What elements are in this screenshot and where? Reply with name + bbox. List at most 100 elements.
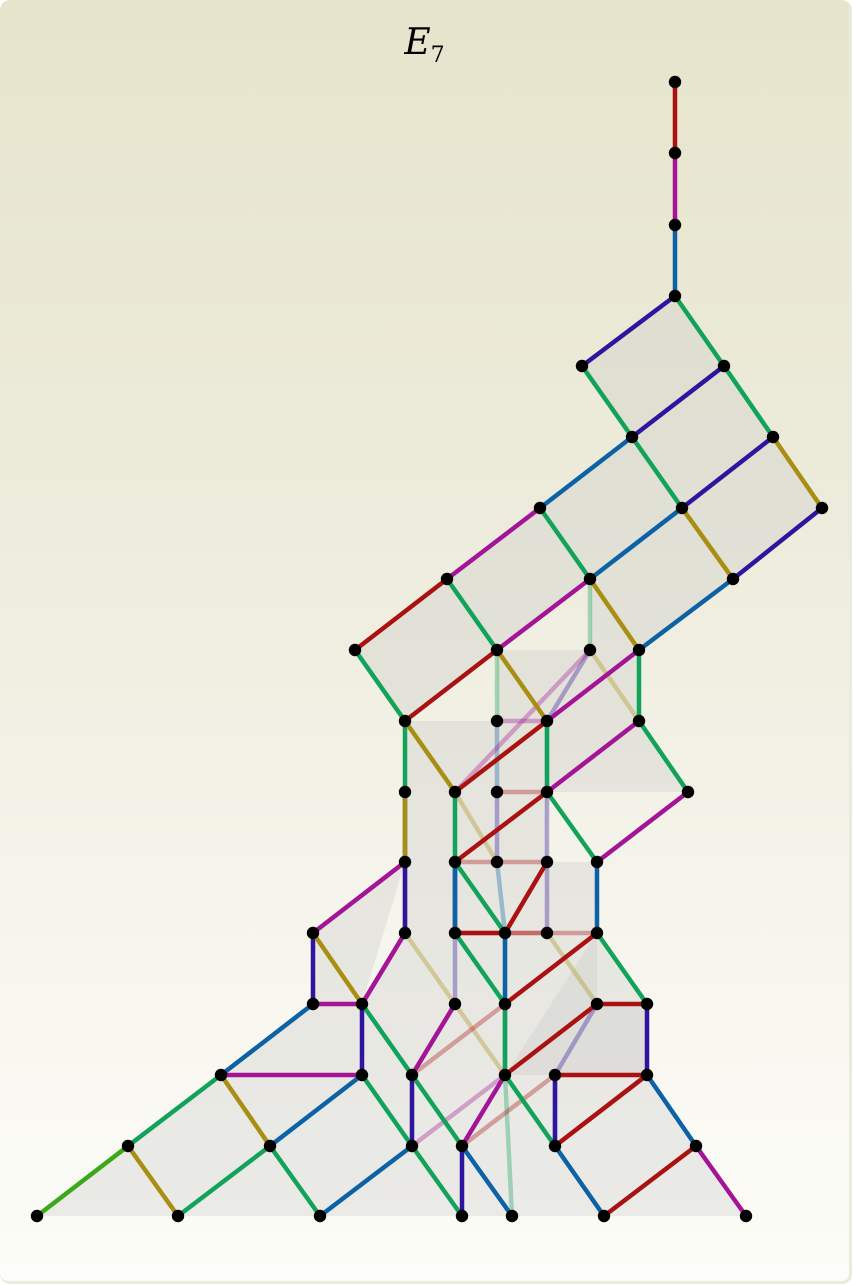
face-39 — [604, 1146, 746, 1216]
edge-74 — [644, 1072, 699, 1149]
edge-33 — [636, 718, 691, 795]
edge-20 — [494, 576, 593, 653]
node-n34 — [398, 926, 412, 940]
hidden-edge-33 — [459, 1072, 558, 1149]
edge-71 — [502, 1072, 558, 1149]
node-n28 — [398, 855, 412, 869]
node-n51 — [121, 1139, 135, 1153]
node-n44 — [640, 997, 654, 1011]
node-n53 — [405, 1139, 419, 1153]
node-n60 — [455, 1209, 469, 1223]
edge-7 — [629, 363, 727, 440]
edge-11 — [679, 434, 776, 511]
edge-55 — [218, 1001, 316, 1078]
node-n22 — [632, 714, 646, 728]
title-subscript: 7 — [430, 43, 445, 68]
node-n16 — [490, 643, 504, 657]
face-20 — [362, 933, 455, 1004]
node-n13 — [583, 572, 597, 586]
face-12 — [547, 721, 688, 792]
edge-58 — [409, 1001, 458, 1078]
node-n15 — [348, 643, 362, 657]
edge-4 — [579, 293, 678, 369]
edge-12 — [770, 434, 825, 511]
node-n57 — [30, 1209, 44, 1223]
node-n30 — [490, 855, 504, 869]
node-n18 — [632, 643, 646, 657]
node-n43 — [590, 997, 604, 1011]
node-n39 — [306, 997, 320, 1011]
edge-65 — [218, 1072, 273, 1149]
face-5 — [590, 508, 733, 650]
edge-18 — [352, 576, 450, 653]
hidden-edge-32 — [409, 1072, 508, 1149]
face-23 — [505, 933, 647, 1075]
node-n40 — [355, 997, 369, 1011]
face-32 — [462, 1075, 555, 1146]
node-n29 — [448, 855, 462, 869]
edge-15 — [587, 505, 685, 582]
edge-43 — [452, 859, 508, 936]
node-n33 — [306, 926, 320, 940]
node-n27 — [681, 785, 695, 799]
face-6 — [447, 508, 590, 650]
edge-32 — [544, 718, 642, 795]
node-n19 — [398, 714, 412, 728]
face-9 — [497, 650, 590, 721]
face-26 — [412, 1004, 505, 1075]
node-n47 — [405, 1068, 419, 1082]
hidden-edge-25 — [452, 1001, 508, 1078]
edge-70 — [459, 1072, 508, 1149]
edge-14 — [537, 505, 593, 582]
node-n63 — [739, 1209, 753, 1223]
edge-24 — [402, 647, 500, 724]
node-n36 — [498, 926, 512, 940]
edge-66 — [267, 1072, 365, 1149]
edge-85 — [601, 1143, 699, 1219]
node-n6 — [717, 359, 731, 373]
node-n59 — [313, 1209, 327, 1223]
edge-6 — [579, 363, 635, 440]
node-n61 — [505, 1209, 519, 1223]
edge-64 — [125, 1072, 224, 1149]
node-n38 — [590, 926, 604, 940]
edge-79 — [267, 1143, 323, 1219]
edge-81 — [409, 1143, 465, 1219]
node-n23 — [398, 785, 412, 799]
hidden-edge-10 — [494, 859, 508, 936]
edge-39 — [594, 789, 691, 865]
node-n11 — [815, 501, 829, 515]
title-letter: E — [404, 22, 431, 63]
face-37 — [462, 1146, 555, 1216]
edge-53 — [502, 930, 600, 1007]
face-18 — [505, 862, 597, 933]
node-n24 — [448, 785, 462, 799]
node-n45 — [214, 1068, 228, 1082]
node-n20 — [490, 714, 504, 728]
edge-67 — [359, 1072, 415, 1149]
node-n26 — [540, 785, 554, 799]
node-n8 — [766, 430, 780, 444]
node-n37 — [540, 926, 554, 940]
edge-69 — [409, 1072, 465, 1149]
node-n14 — [726, 572, 740, 586]
edge-86 — [693, 1143, 749, 1219]
face-2 — [632, 366, 773, 508]
edge-22 — [636, 576, 736, 653]
edge-48 — [359, 930, 408, 1007]
hidden-edge-29 — [502, 1072, 515, 1219]
node-n7 — [625, 430, 639, 444]
hidden-edge-27 — [552, 1001, 600, 1078]
face-16 — [405, 862, 455, 933]
face-15 — [405, 792, 455, 862]
face-1 — [582, 296, 724, 437]
face-10 — [405, 721, 497, 792]
edge-77 — [125, 1143, 181, 1219]
edge-44 — [502, 859, 550, 936]
hidden-edge-8 — [452, 647, 593, 795]
node-n2 — [668, 146, 682, 160]
edge-37 — [452, 789, 550, 865]
edges-layer — [34, 79, 825, 1219]
hidden-edge-31 — [409, 1001, 508, 1078]
node-n31 — [540, 855, 554, 869]
